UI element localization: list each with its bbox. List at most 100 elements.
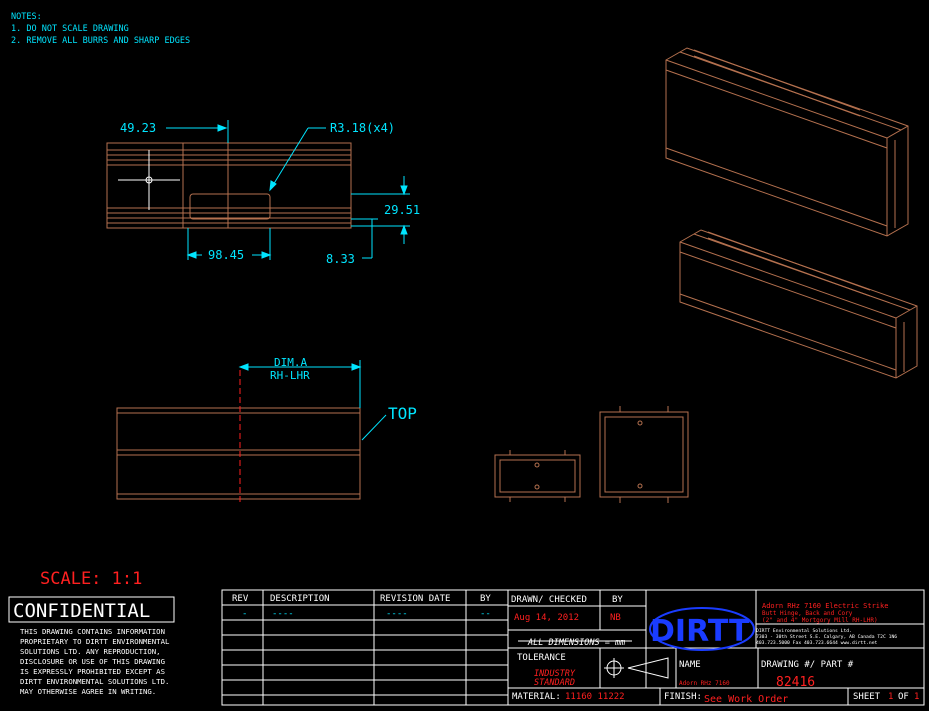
iso-edge: [886, 125, 909, 139]
top-labels: DIM.A RH-LHR TOP: [270, 356, 417, 423]
scale-label: SCALE: 1:1: [40, 569, 142, 589]
iso-edge: [679, 241, 897, 319]
iso-groove: [707, 237, 871, 297]
dim-a-sub: RH-LHR: [270, 369, 310, 382]
dim-label-29: 29.51: [384, 203, 420, 217]
radius-leader: [269, 127, 309, 191]
sheet-of: OF: [898, 692, 909, 702]
dim-a-label: DIM.A: [274, 356, 307, 369]
center-mark: [118, 150, 180, 210]
iso-line: [679, 251, 897, 329]
dim-arrow: [269, 180, 277, 192]
name-value: Adorn RHz 7160: [679, 680, 730, 687]
finish-value: See Work Order: [704, 694, 788, 705]
dim-arrow: [400, 185, 408, 196]
dim-arrow: [261, 251, 272, 259]
dim-label-49: 49.23: [120, 121, 156, 135]
note-2: 2. REMOVE ALL BURRS AND SHARP EDGES: [11, 36, 190, 46]
sheet-label: SHEET: [853, 692, 881, 702]
iso-groove: [707, 231, 871, 291]
iso-groove: [693, 55, 861, 117]
notes-title: NOTES:: [11, 12, 42, 22]
iso-view-lower: [679, 229, 918, 379]
finish-label: FINISH:: [664, 692, 702, 702]
drawn-by-header: BY: [612, 595, 623, 605]
confidential-box: [8, 596, 175, 623]
front-view: [106, 142, 352, 229]
dim-label-98: 98.45: [208, 248, 244, 262]
confidential-line: IS EXPRESSLY PROHIBITED EXCEPT AS: [20, 667, 165, 676]
drawn-by: NB: [610, 613, 621, 623]
tolerance-label: TOLERANCE: [517, 653, 566, 663]
iso-edge: [895, 305, 918, 319]
title-info: Adorn RHz 7160 Electric Strike Butt Hing…: [679, 602, 919, 702]
iso-view-upper: [665, 47, 909, 237]
profile-hole: [534, 462, 540, 468]
confidential-title: CONFIDENTIAL: [13, 600, 150, 622]
iso-line: [665, 69, 888, 149]
iso-outline: [665, 47, 909, 237]
top-dims: [238, 360, 387, 441]
dim-arrow: [351, 363, 362, 371]
confidential-line: SOLUTIONS LTD. ANY REPRODUCTION,: [20, 647, 161, 656]
profile-inner: [604, 416, 684, 493]
top-leader: [361, 414, 387, 441]
top-label: TOP: [388, 404, 417, 423]
logo-ring: [649, 607, 755, 651]
iso-groove: [693, 49, 861, 111]
dim-arrow: [217, 124, 228, 132]
profile-outline: [599, 411, 689, 498]
cutout-slot: [189, 193, 271, 220]
top-view-outline: [116, 407, 361, 500]
drawn-header: DRAWN/ CHECKED: [511, 595, 587, 605]
note-1: 1. DO NOT SCALE DRAWING: [11, 24, 129, 34]
iso-outline: [679, 229, 918, 379]
logo-text: DIRTT: [650, 614, 750, 649]
dim-arrow: [400, 224, 408, 235]
rev-value: -: [242, 609, 247, 619]
profile-inner: [499, 459, 576, 493]
drawn-checked: DRAWN/ CHECKED BY Aug 14, 2012 NB ALL DI…: [511, 595, 788, 705]
name-label: NAME: [679, 660, 701, 670]
drawing-number-label: DRAWING #/ PART #: [761, 660, 854, 670]
revision-date-value: ----: [386, 609, 408, 619]
units-note: ALL DIMENSIONS = mm: [527, 638, 625, 648]
dim-arrow: [186, 251, 197, 259]
iso-line: [679, 293, 897, 371]
dimension-labels: 49.23 R3.18(x4) 29.51 98.45 8.33: [120, 121, 420, 266]
iso-edge: [665, 59, 888, 139]
company-logo: DIRTT: [649, 607, 755, 651]
company-line-3: 403.723.5000 Fax 403.723.6644 www.dirtt.…: [756, 640, 878, 646]
drawn-date: Aug 14, 2012: [514, 613, 579, 623]
revision-date-header: REVISION DATE: [380, 594, 450, 604]
profile-hole: [637, 420, 643, 426]
profile-small: [494, 450, 581, 502]
tolerance-line-2: STANDARD: [534, 678, 575, 688]
by-value: --: [480, 609, 491, 619]
dimensions-front: [166, 120, 410, 260]
projection-cone: [627, 657, 669, 679]
company-line-2: 7303 - 30th Street S.E. Calgary, AB Cana…: [756, 634, 897, 640]
dim-arrow: [238, 363, 249, 371]
sheet-total: 1: [914, 692, 919, 702]
profile-outline: [494, 454, 581, 498]
iso-line: [665, 147, 888, 227]
material-label: MATERIAL:: [512, 692, 561, 702]
revision-table: REV DESCRIPTION REVISION DATE BY - ---- …: [232, 594, 491, 619]
confidential-line: MAY OTHERWISE AGREE IN WRITING.: [20, 687, 156, 696]
confidential-text: THIS DRAWING CONTAINS INFORMATION PROPRI…: [20, 627, 170, 696]
drawing-title-1: Adorn RHz 7160 Electric Strike: [762, 602, 888, 610]
by-header: BY: [480, 594, 491, 604]
material-value: 11160 11222: [565, 692, 625, 702]
confidential-line: PROPRIETARY TO DIRTT ENVIRONMENTAL: [20, 637, 170, 646]
rev-header: REV: [232, 594, 249, 604]
confidential-line: THIS DRAWING CONTAINS INFORMATION: [20, 627, 165, 636]
dim-label-radius: R3.18(x4): [330, 121, 395, 135]
front-view-outline: [106, 142, 352, 229]
drawing-title-3: (2" and 4" Mortgory Mill RH-LHR): [762, 617, 878, 624]
notes: NOTES: 1. DO NOT SCALE DRAWING 2. REMOVE…: [11, 12, 190, 46]
title-block: [221, 589, 925, 706]
drawing-title-2: Butt Hinge, Back and Cory: [762, 610, 853, 617]
drawing-number-value: 82416: [776, 675, 815, 690]
